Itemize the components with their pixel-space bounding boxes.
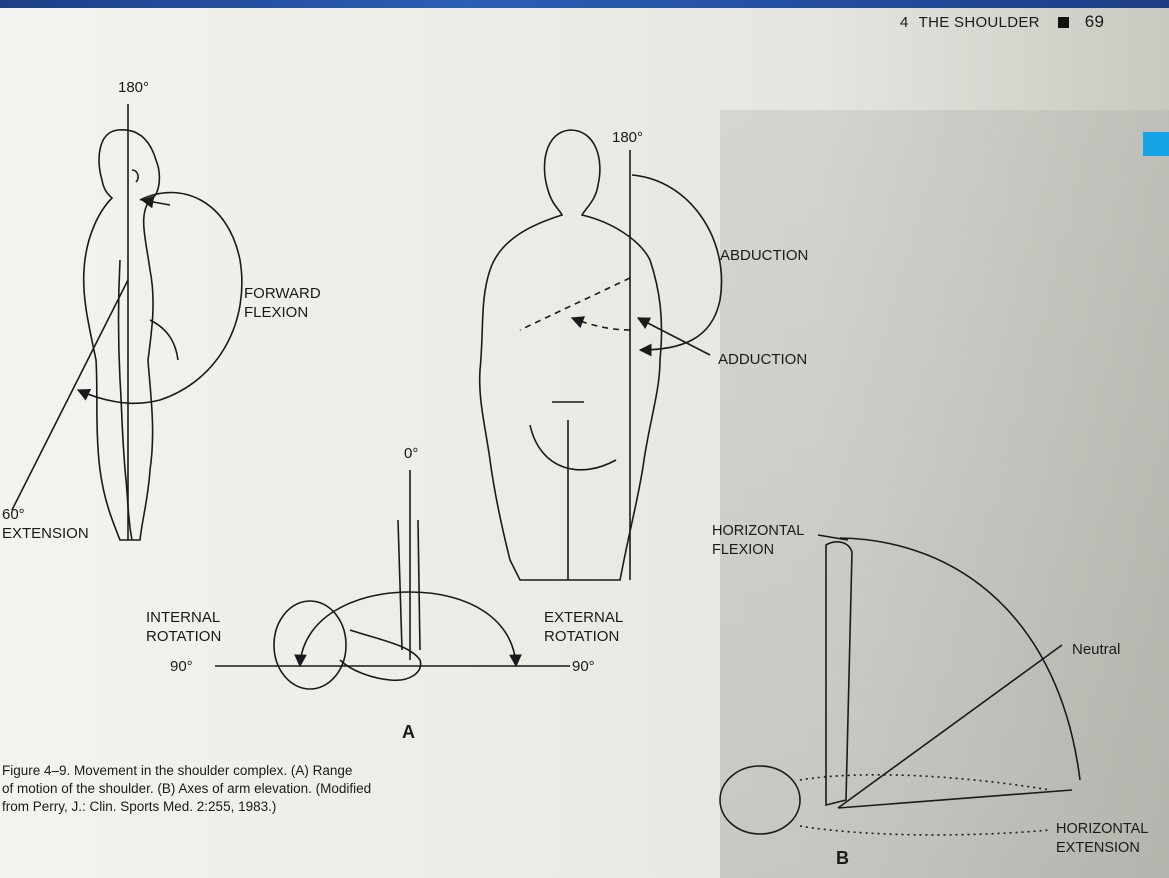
caption-line-1: Figure 4–9. Movement in the shoulder com… bbox=[2, 762, 392, 780]
external-rotation-label: EXTERNAL ROTATION bbox=[544, 608, 623, 646]
caption-line-3: from Perry, J.: Clin. Sports Med. 2:255,… bbox=[2, 798, 392, 816]
flexion-180-label: 180° bbox=[118, 78, 149, 97]
horizontal-extension-line bbox=[838, 790, 1072, 808]
neutral-label: Neutral bbox=[1072, 640, 1120, 659]
panel-b-label: B bbox=[836, 848, 849, 869]
figure-caption: Figure 4–9. Movement in the shoulder com… bbox=[2, 762, 392, 816]
horizontal-flexion-label: HORIZONTAL FLEXION bbox=[712, 522, 804, 560]
internal-rotation-arc bbox=[300, 592, 410, 666]
left-90-label: 90° bbox=[170, 657, 193, 676]
side-view-figure bbox=[84, 130, 178, 540]
extension-label: EXTENSION bbox=[2, 524, 89, 543]
abduction-180-label: 180° bbox=[612, 128, 643, 147]
abduction-arc bbox=[632, 175, 722, 350]
zero-degree-label: 0° bbox=[404, 444, 418, 463]
extension-line bbox=[12, 280, 128, 510]
right-90-label: 90° bbox=[572, 657, 595, 676]
internal-rotation-label: INTERNAL ROTATION bbox=[146, 608, 221, 646]
neutral-line bbox=[838, 645, 1062, 808]
caption-line-2: of motion of the shoulder. (B) Axes of a… bbox=[2, 780, 392, 798]
adduction-label: ADDUCTION bbox=[718, 350, 807, 369]
adduction-arc bbox=[572, 318, 630, 330]
external-rotation-arc bbox=[410, 592, 516, 666]
back-view-figure bbox=[480, 130, 662, 580]
panel-a-label: A bbox=[402, 722, 415, 743]
forward-flexion-label: FORWARD FLEXION bbox=[244, 284, 321, 322]
horizontal-extension-label: HORIZONTAL EXTENSION bbox=[1056, 820, 1148, 858]
abduction-label: ABDUCTION bbox=[720, 246, 808, 265]
lying-figure bbox=[720, 542, 1050, 835]
adduction-dashed-line bbox=[520, 278, 630, 330]
forward-flexion-arc bbox=[78, 193, 242, 404]
extension-degree-label: 60° bbox=[2, 505, 25, 524]
